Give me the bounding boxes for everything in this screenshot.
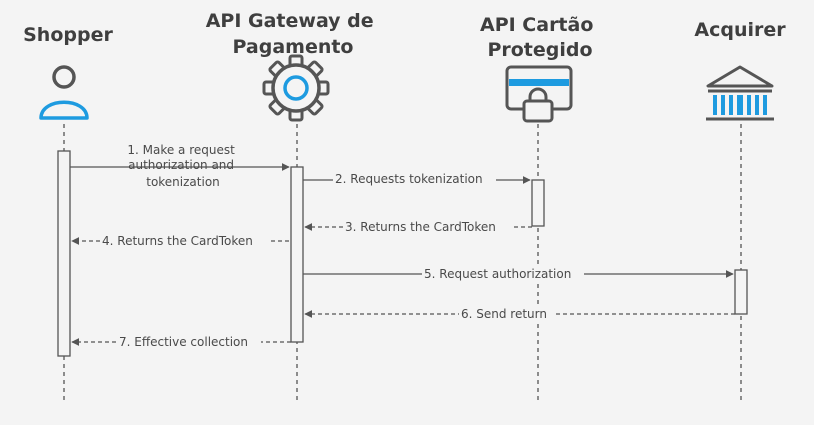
actor-name-line: API Cartão xyxy=(480,14,593,36)
svg-text:Acquirer: Acquirer xyxy=(694,19,786,41)
svg-text:API Cartão Protegido: API Cartão Protegido xyxy=(480,14,600,61)
bank-icon xyxy=(706,65,774,121)
message-label: 4. Returns the CardToken xyxy=(102,234,253,248)
actor-gateway-name: API Gateway de Pagamento xyxy=(206,10,381,58)
message-label: 7. Effective collection xyxy=(119,335,248,349)
actor-acquirer-name: Acquirer xyxy=(694,19,786,41)
message-label: 6. Send return xyxy=(461,307,547,321)
message-1: 1. Make a request authorization and toke… xyxy=(70,143,290,189)
message-label-line: 1. Make a request xyxy=(127,143,235,157)
message-label-line: tokenization xyxy=(146,175,220,189)
gear-icon xyxy=(262,54,330,122)
svg-text:1. Make a request author: 1. Make a request authorization and toke… xyxy=(127,143,238,189)
message-label: 3. Returns the CardToken xyxy=(345,220,496,234)
message-4: 4. Returns the CardToken xyxy=(71,233,289,248)
actor-card-api-name: API Cartão Protegido xyxy=(480,14,600,61)
message-3: 3. Returns the CardToken xyxy=(304,219,532,234)
message-label: 5. Request authorization xyxy=(424,267,571,281)
person-icon xyxy=(39,65,89,120)
message-label: 2. Requests tokenization xyxy=(335,172,483,186)
actor-shopper-name: Shopper xyxy=(23,24,113,46)
message-2: 2. Requests tokenization xyxy=(303,171,531,186)
activation-acquirer xyxy=(734,269,748,315)
actor-name-line: Protegido xyxy=(487,39,592,61)
message-6: 6. Send return xyxy=(304,306,735,321)
activation-card-api xyxy=(531,179,545,227)
activation-gateway xyxy=(290,166,304,343)
actor-name-line: API Gateway de xyxy=(206,10,374,32)
svg-text:Shopper: Shopper xyxy=(23,24,113,46)
svg-text:API Gateway de Pagamento: API Gateway de Pagamento xyxy=(206,10,381,58)
message-7: 7. Effective collection xyxy=(71,334,291,349)
actor-name-line: Pagamento xyxy=(232,36,353,58)
actor-name-line: Acquirer xyxy=(694,19,786,41)
message-5: 5. Request authorization xyxy=(303,266,734,281)
message-label-line: authorization and xyxy=(128,158,234,172)
card-lock-icon xyxy=(505,65,573,123)
actor-name-line: Shopper xyxy=(23,24,113,46)
activation-shopper xyxy=(57,150,71,357)
